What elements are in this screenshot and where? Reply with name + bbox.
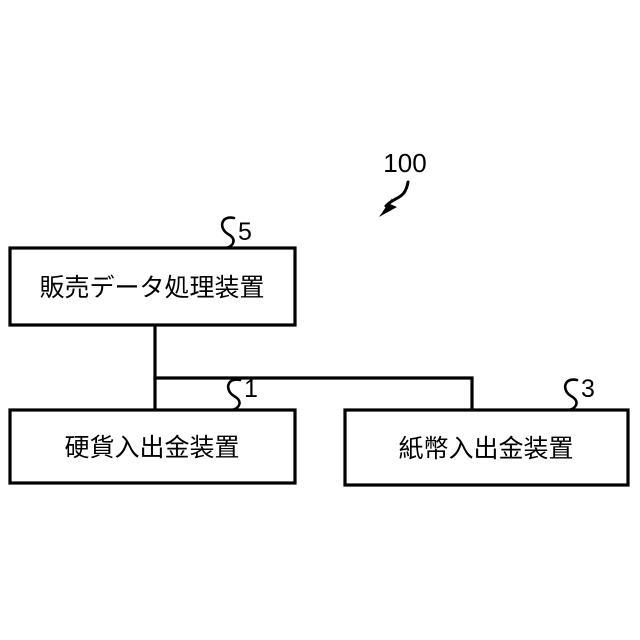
reference-number-1: 1 — [244, 375, 258, 403]
connector-branch-to-banknote — [153, 376, 474, 412]
block-banknote-deposit-withdrawal-label: 紙幣入出金装置 — [398, 434, 573, 463]
lead-line-squiggle-5 — [220, 216, 236, 250]
block-coin-deposit-withdrawal-rect — [8, 408, 297, 485]
callout-arrow-head-icon — [379, 198, 397, 217]
block-banknote-deposit-withdrawal[interactable]: 紙幣入出金装置 — [343, 408, 630, 487]
block-banknote-deposit-withdrawal-rect — [343, 408, 630, 487]
block-coin-deposit-withdrawal-label: 硬貨入出金装置 — [64, 433, 239, 462]
block-coin-deposit-withdrawal[interactable]: 硬貨入出金装置 — [8, 408, 297, 485]
reference-number-3: 3 — [581, 375, 595, 403]
block-sales-data-processing-rect — [8, 246, 297, 327]
block-sales-data-processing-label: 販売データ処理装置 — [39, 273, 264, 302]
lead-line-squiggle-1 — [226, 378, 242, 412]
block-sales-data-processing[interactable]: 販売データ処理装置 — [8, 246, 297, 327]
lead-line-squiggle-3 — [563, 378, 579, 412]
system-reference-number-100: 100 — [383, 148, 426, 178]
reference-number-5: 5 — [238, 218, 252, 246]
